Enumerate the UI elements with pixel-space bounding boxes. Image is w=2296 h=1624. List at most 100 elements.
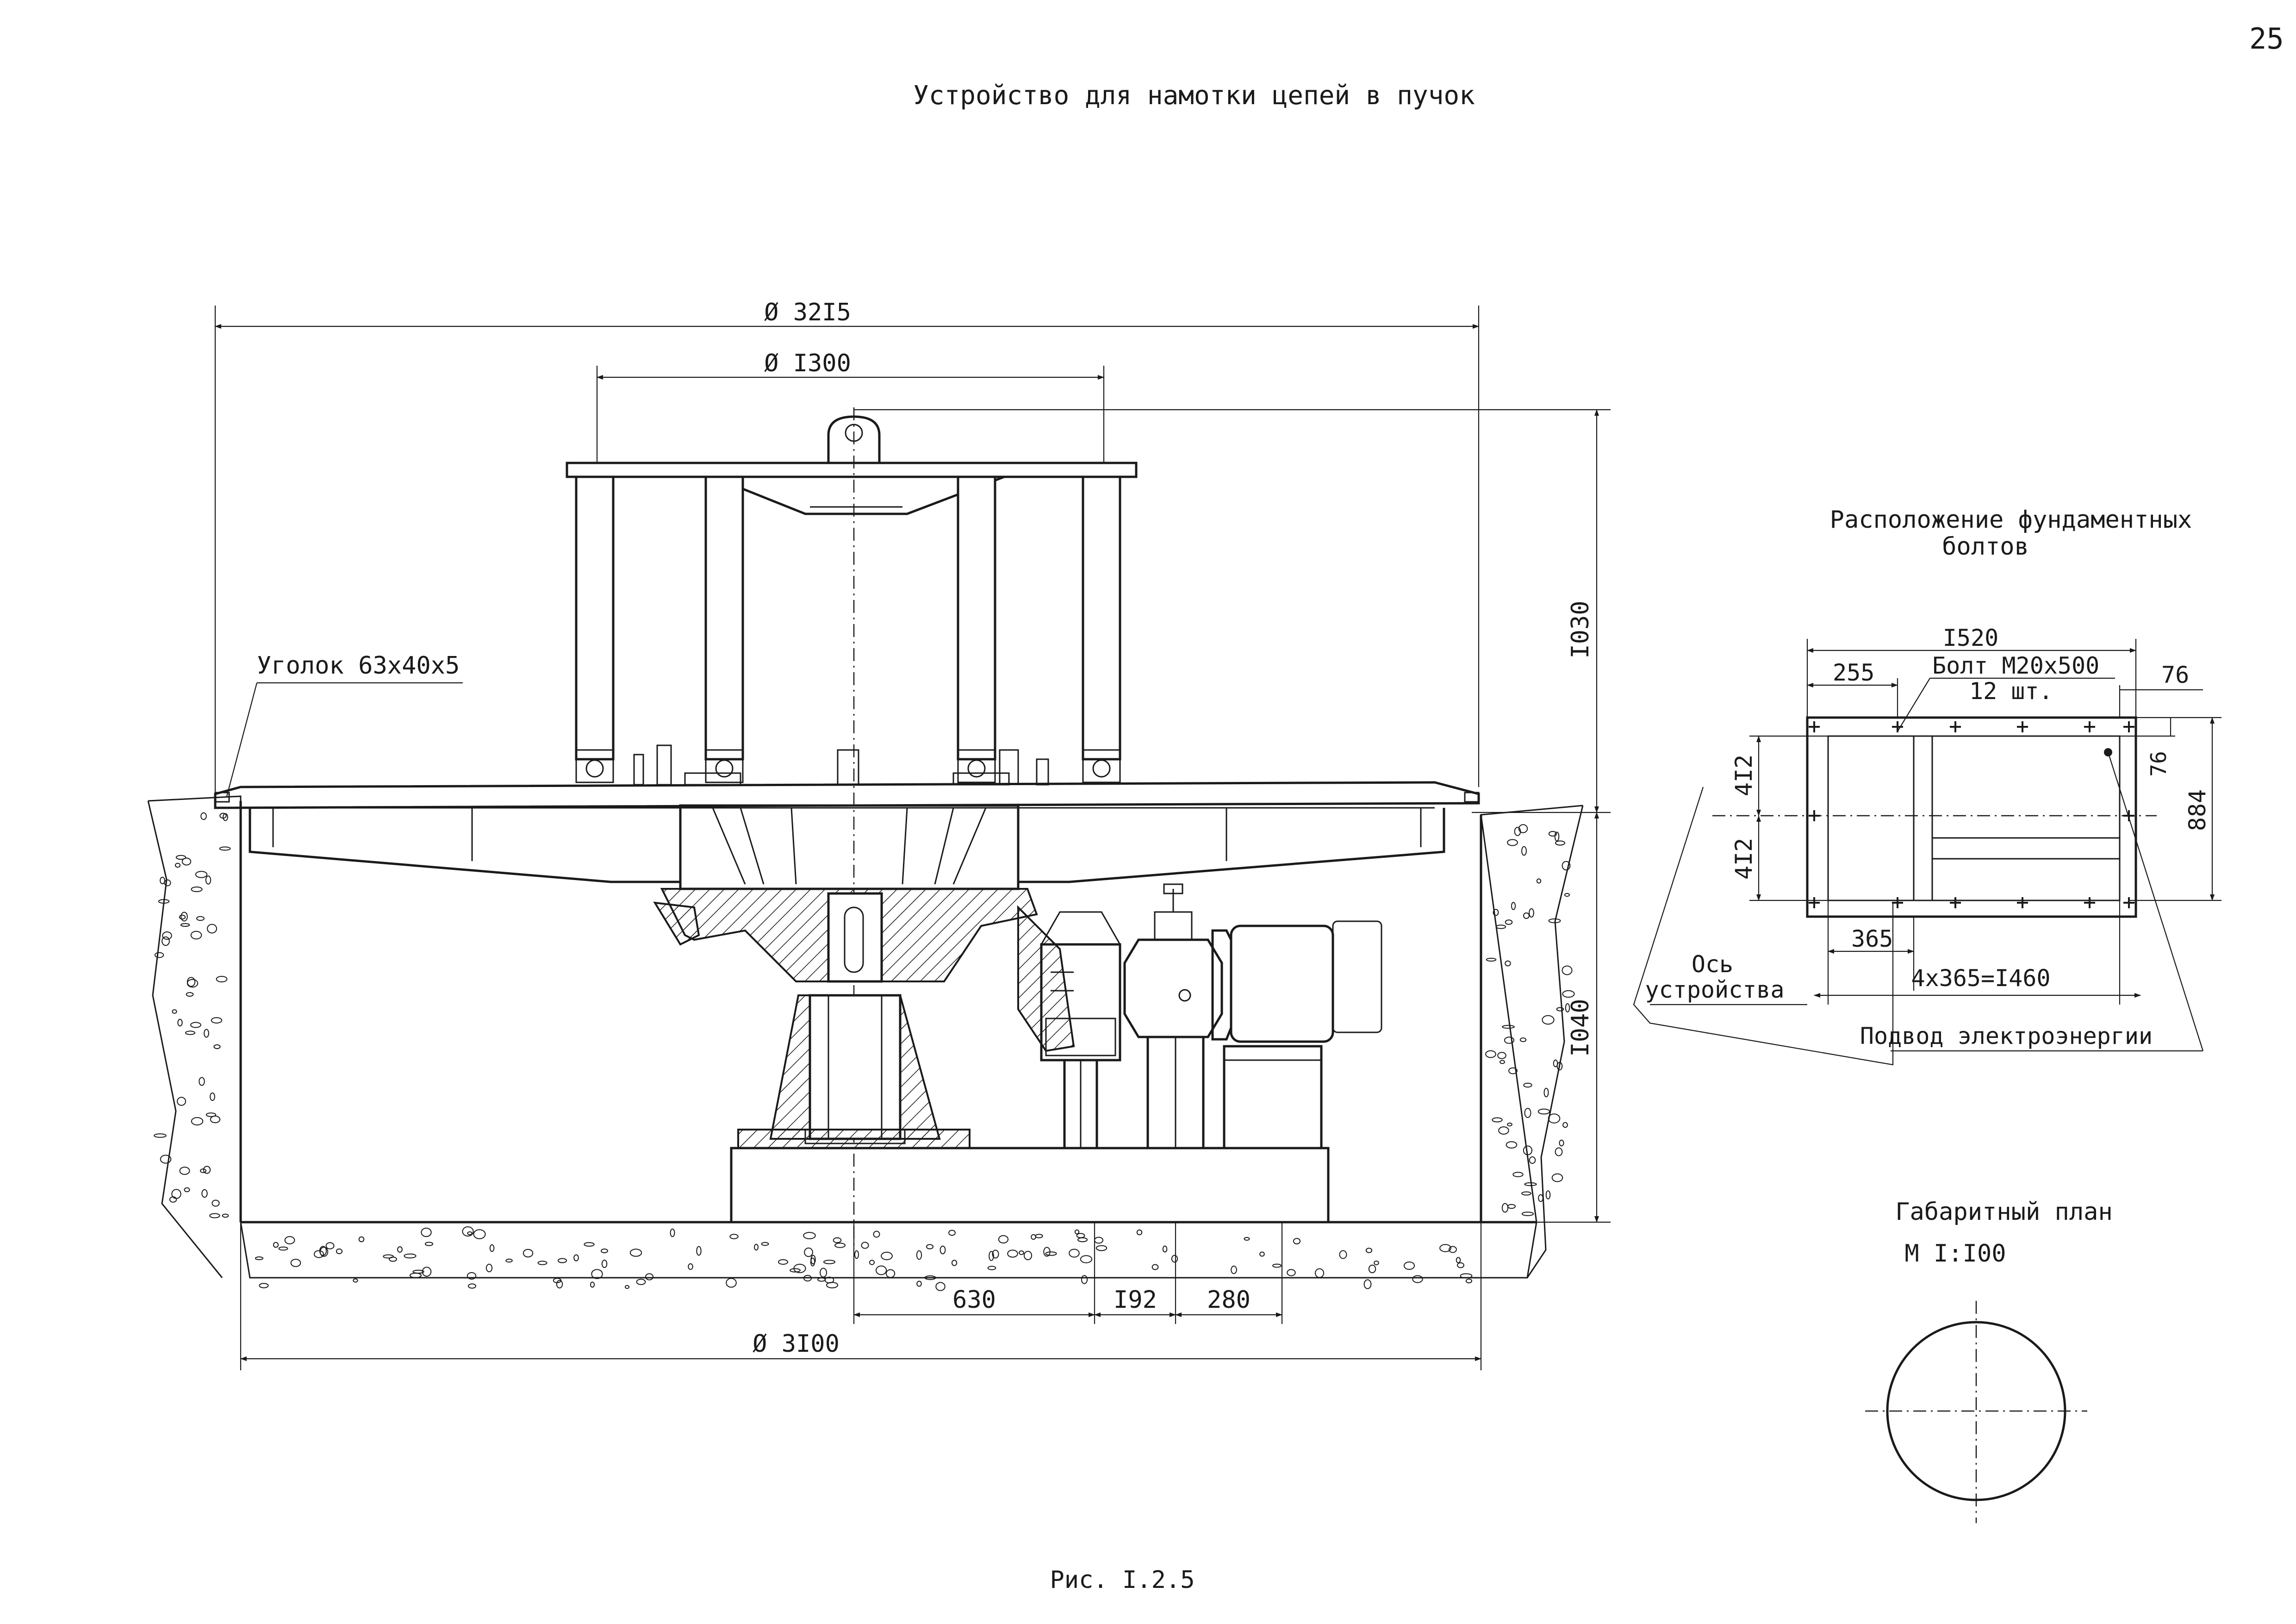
soil-pebble [204,1029,209,1038]
outline-plan-title: Габаритный план [1895,1198,2113,1226]
page-title: Устройство для намотки цепей в пучок [913,81,1475,111]
bolt-label-2: 12 шт. [1969,678,2053,705]
soil-pebble [1019,1250,1024,1255]
soil-pebble [191,1117,204,1125]
soil-pebble [778,1259,788,1265]
soil-pebble [1508,1067,1518,1074]
soil-pebble [940,1245,946,1255]
soil-pebble [636,1279,646,1285]
soil-pebble [1501,1203,1509,1213]
soil-pebble [834,1243,846,1248]
dim-76-top-label: 76 [2161,662,2189,688]
bolt-mark [1950,721,1961,732]
soil-pebble [826,1282,838,1288]
soil-pebble [1556,1007,1564,1012]
outline-plan: Габаритный план М I:I00 [1865,1198,2113,1523]
soil-pebble [951,1260,958,1266]
soil-pebble [397,1246,403,1253]
bolt-mark [2123,810,2134,821]
soil-pebble [881,1251,893,1261]
soil-pebble [1094,1237,1103,1244]
soil-pebble [412,1269,424,1274]
soil-pebble [160,1155,172,1164]
soil-pebble [670,1228,675,1237]
soil-pebble [219,846,231,851]
dim-630-label: 630 [952,1286,996,1314]
soil-pebble [313,1250,324,1258]
bolt-mark [1809,721,1820,732]
soil-pebble [1498,1126,1509,1135]
soil-pebble [1555,840,1565,846]
soil-pebble [601,1248,608,1254]
soil-pebble [290,1259,301,1267]
soil-pebble [190,931,202,940]
soil-pebble [158,899,170,904]
soil-pebble [803,1232,816,1239]
soil-pebble [810,1257,815,1267]
soil-pebble [1080,1255,1093,1263]
soil-pebble [1543,1087,1549,1098]
soil-pebble [1506,1141,1518,1149]
bolt-mark [1892,897,1903,908]
soil-pebble [523,1249,534,1258]
soil-pebble [336,1248,343,1255]
column-3 [957,475,996,783]
dim-884-label: 884 [2184,789,2211,831]
soil-pebble [1081,1275,1088,1284]
soil-pebble [624,1285,630,1289]
soil-pebble [1562,1122,1568,1128]
soil-pebble [1559,1139,1564,1147]
soil-pebble [1095,1245,1108,1251]
soil-pebble [162,931,172,940]
bolt-mark [2123,897,2134,908]
dim-192-label: I92 [1114,1286,1157,1314]
soil-pebble [1518,824,1528,833]
column-2 [704,475,744,783]
soil-pebble [790,1268,801,1273]
soil-pebble [1365,1248,1373,1253]
soil-pebble [1045,1251,1057,1256]
dim-top-outer-label: Ø 32I5 [764,299,851,326]
soil-pebble [1521,1212,1534,1216]
soil-pebble [854,1250,859,1259]
soil-pebble [1551,1173,1563,1182]
page-number: 25 [2249,22,2284,56]
soil-pebble [1565,1003,1570,1012]
soil-pebble [164,879,171,887]
soil-pebble [688,1263,693,1270]
soil-pebble [1374,1260,1379,1266]
soil-pebble [1493,909,1499,916]
bolt-plan-title-2: болтов [1942,533,2029,561]
soil-pebble [187,977,196,987]
soil-pebble [1507,839,1518,846]
soil-pebble [833,1237,842,1243]
dim-height-upper-label: I030 [1567,600,1594,658]
soil-pebble [1545,1190,1551,1199]
soil-pebble [1465,1278,1473,1284]
soil-pebble [1512,1172,1524,1177]
soil-pebble [284,1236,295,1244]
soil-pebble [916,1250,922,1260]
soil-pebble [468,1283,476,1289]
soil-pebble [998,1235,1009,1243]
soil-pebble [404,1253,417,1259]
dim-top-inner: Ø I300 [596,350,1105,463]
dim-bottom-outer-label: Ø 3I00 [753,1330,840,1358]
bolt-mark [1950,897,1961,908]
soil-pebble [1456,1257,1461,1263]
bolt-mark [2017,721,2028,732]
soil-pebble [885,1269,896,1278]
column-1 [575,475,615,783]
dim-top-inner-label: Ø I300 [764,350,851,377]
soil-pebble [1460,1273,1473,1279]
bolt-mark [2084,721,2095,732]
soil-pebble [1548,831,1557,837]
soil-pebble [184,1187,190,1193]
soil-pebble [273,1242,279,1248]
soil-pebble [645,1273,654,1280]
soil-pebble [212,1199,220,1207]
soil-pebble [1403,1262,1415,1270]
dim-412-upper-label: 4I2 [1730,755,1757,796]
soil-pebble [1363,1279,1372,1289]
soil-pebble [1293,1238,1301,1244]
